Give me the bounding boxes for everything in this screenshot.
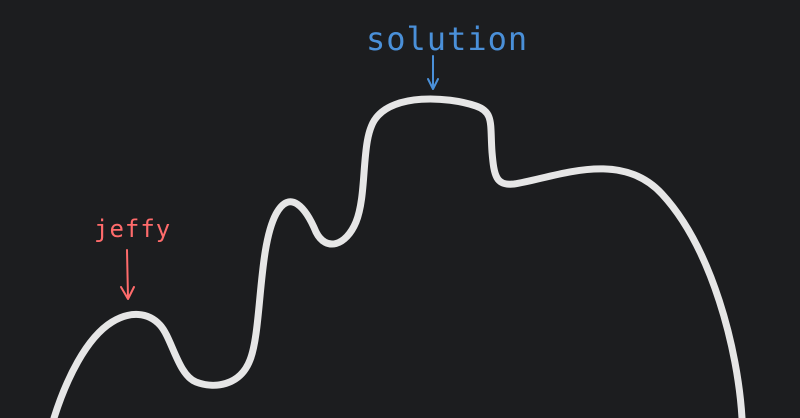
jeffy-label: jeffy <box>94 215 171 243</box>
jeffy-arrow <box>120 249 135 300</box>
solution-arrow <box>427 55 439 90</box>
landscape-curve <box>50 95 746 418</box>
solution-label: solution <box>366 20 528 58</box>
